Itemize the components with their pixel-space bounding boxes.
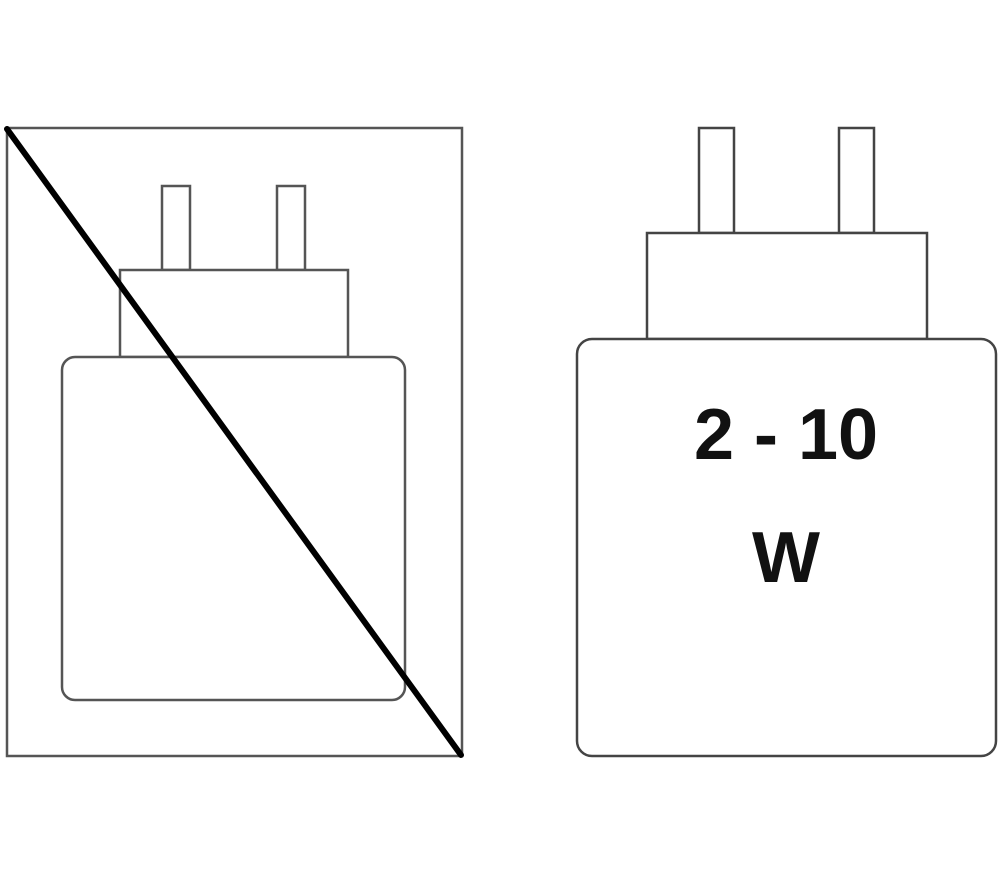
- strike-line: [4, 126, 464, 758]
- power-unit-label: W: [752, 518, 820, 598]
- crossed-out-charger-icon: [4, 126, 464, 758]
- right-prong: [837, 126, 876, 235]
- charger-body: [60, 355, 407, 702]
- left-prong: [697, 126, 736, 235]
- left-prong: [160, 184, 192, 272]
- plug-neck: [118, 268, 350, 359]
- charger-body: [575, 337, 998, 758]
- power-range-label: 2 - 10: [694, 395, 878, 475]
- charger-icon: 2 - 10 W: [575, 126, 998, 758]
- right-prong: [275, 184, 307, 272]
- plug-neck: [645, 231, 929, 341]
